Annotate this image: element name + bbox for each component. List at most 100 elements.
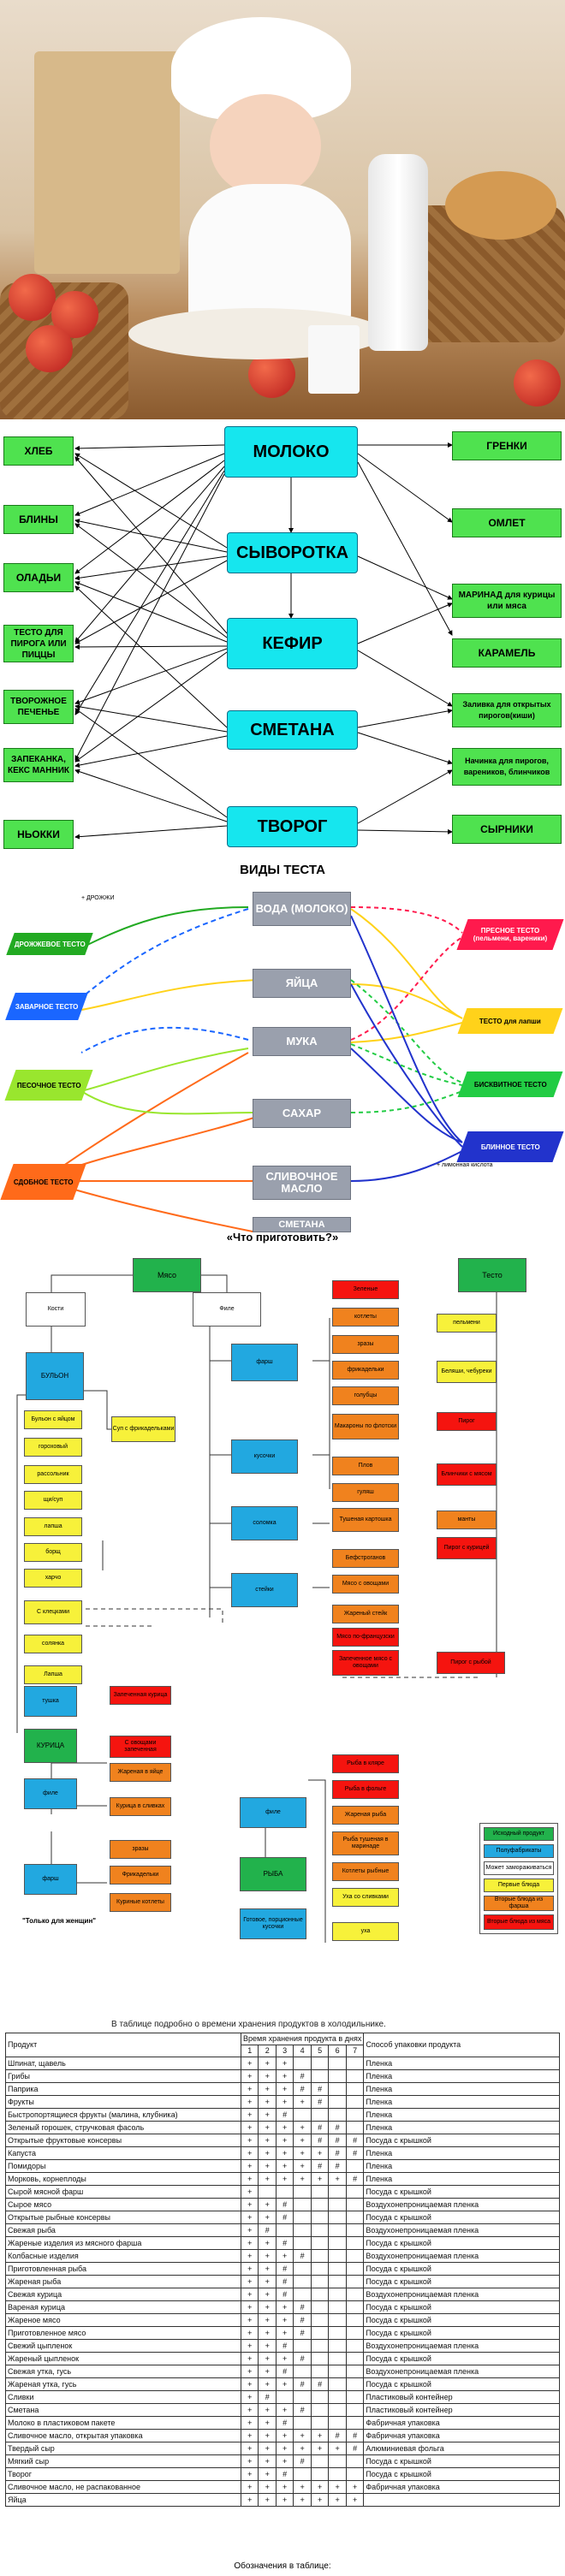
storage-mark: [328, 2095, 347, 2109]
storage-mark: +: [258, 2249, 277, 2263]
storage-mark: #: [293, 2249, 312, 2263]
table-row: Свежая утка, гусь++#Воздухонепроницаемая…: [5, 2365, 560, 2378]
storage-mark: [345, 2416, 365, 2430]
storage-mark: [328, 2275, 347, 2288]
storage-mark: #: [293, 2313, 312, 2327]
storage-product: Морковь, корнеплоды: [5, 2172, 241, 2186]
storage-mark: [310, 2211, 330, 2224]
storage-mark: +: [275, 2300, 294, 2314]
cook-rassolnik: рассольник: [24, 1465, 82, 1484]
storage-mark: #: [275, 2198, 294, 2211]
storage-mark: +: [275, 2249, 294, 2263]
storage-mark: +: [258, 2416, 277, 2430]
storage-mark: +: [258, 2493, 277, 2507]
storage-packaging: Посуда с крышкой: [363, 2211, 560, 2224]
what-to-cook-flowchart: «Что приготовить?» Мясо Тесто Кости Филе…: [0, 1231, 565, 2020]
dairy-dish-quiche-filling: Заливка для открытых пирогов(киши): [452, 693, 562, 727]
cook-kharcho: харчо: [24, 1569, 82, 1588]
storage-mark: #: [345, 2172, 365, 2186]
table-row: Жареные изделия из мясного фарша++#Посуд…: [5, 2236, 560, 2250]
storage-mark: #: [275, 2108, 294, 2122]
table-row: Сырой мясной фарш+Посуда с крышкой: [5, 2185, 560, 2199]
dairy-whey: СЫВОРОТКА: [227, 532, 358, 573]
storage-mark: [293, 2236, 312, 2250]
table-row: Помидоры++++##Пленка: [5, 2159, 560, 2173]
storage-product: Свежая рыба: [5, 2223, 241, 2237]
storage-mark: [310, 2416, 330, 2430]
storage-product: Грибы: [5, 2069, 241, 2083]
storage-mark: [310, 2185, 330, 2199]
storage-mark: [345, 2339, 365, 2353]
storage-mark: +: [258, 2326, 277, 2340]
storage-mark: +: [293, 2146, 312, 2160]
storage-mark: [345, 2454, 365, 2468]
storage-mark: #: [275, 2262, 294, 2276]
dairy-dish-caramel: КАРАМЕЛЬ: [452, 638, 562, 668]
storage-mark: +: [240, 2275, 259, 2288]
cook-shchi: щи/суп: [24, 1491, 82, 1510]
cook-solyanka: солянка: [24, 1635, 82, 1653]
table-row: Сливочное масло, не распакованное+++++++…: [5, 2480, 560, 2494]
storage-mark: +: [240, 2416, 259, 2430]
storage-mark: +: [293, 2095, 312, 2109]
table-row: Жареная утка, гусь+++##Посуда с крышкой: [5, 2377, 560, 2391]
storage-mark: +: [240, 2095, 259, 2109]
cook-legend: Исходный продукт Полуфабрикаты Может зам…: [479, 1823, 558, 1934]
cook-chicken-mince: фарш: [24, 1864, 77, 1895]
storage-mark: #: [293, 2069, 312, 2083]
storage-mark: [328, 2390, 347, 2404]
storage-mark: +: [258, 2057, 277, 2070]
storage-mark: +: [240, 2082, 259, 2096]
storage-mark: [345, 2377, 365, 2391]
storage-mark: +: [275, 2057, 294, 2070]
storage-mark: +: [258, 2467, 277, 2481]
storage-mark: [293, 2288, 312, 2301]
storage-mark: [345, 2057, 365, 2070]
storage-mark: [328, 2249, 347, 2263]
table-row: Яйца+++++++: [5, 2493, 560, 2507]
cook-chicken-pie: Пирог с курицей: [437, 1537, 497, 1559]
cook-broth: БУЛЬОН: [26, 1352, 84, 1400]
dairy-sour-cream: СМЕТАНА: [227, 710, 358, 750]
storage-mark: +: [240, 2467, 259, 2481]
storage-mark: +: [310, 2429, 330, 2442]
storage-mark: +: [275, 2454, 294, 2468]
storage-mark: #: [345, 2134, 365, 2147]
cook-chicken-fillet: филе: [24, 1778, 77, 1809]
storage-mark: #: [293, 2403, 312, 2417]
storage-mark: [328, 2262, 347, 2276]
storage-mark: [345, 2159, 365, 2173]
storage-day-header: 4: [293, 2045, 312, 2057]
storage-mark: +: [240, 2057, 259, 2070]
storage-mark: #: [275, 2467, 294, 2481]
cook-fish-foil: Рыба в фольге: [332, 1780, 399, 1799]
storage-packaging: Посуда с крышкой: [363, 2300, 560, 2314]
storage-product: Сметана: [5, 2403, 241, 2417]
storage-product: Помидоры: [5, 2159, 241, 2173]
storage-mark: [345, 2198, 365, 2211]
legend-freeze: Может замораживаться: [484, 1861, 554, 1875]
storage-mark: #: [293, 2377, 312, 2391]
storage-mark: +: [240, 2159, 259, 2173]
storage-mark: [310, 2365, 330, 2378]
dough-shortcrust: ПЕСОЧНОЕ ТЕСТО: [4, 1070, 93, 1101]
table-row: Вареная курица+++#Посуда с крышкой: [5, 2300, 560, 2314]
table-row: Жареный цыпленок+++#Посуда с крышкой: [5, 2352, 560, 2365]
table-row: Зеленый горошек, стручковая фасоль++++##…: [5, 2121, 560, 2134]
table-row: Шпинат, щавель+++Пленка: [5, 2057, 560, 2070]
table-row: Твердый сыр++++++#Алюминиевая фольга: [5, 2442, 560, 2455]
storage-mark: +: [258, 2352, 277, 2365]
storage-packaging: Посуда с крышкой: [363, 2313, 560, 2327]
storage-mark: +: [258, 2339, 277, 2353]
storage-mark: [275, 2185, 294, 2199]
storage-mark: [328, 2313, 347, 2327]
storage-packaging: Пленка: [363, 2159, 560, 2173]
storage-mark: +: [275, 2146, 294, 2160]
storage-mark: [258, 2185, 277, 2199]
storage-packaging: Посуда с крышкой: [363, 2352, 560, 2365]
storage-mark: +: [240, 2069, 259, 2083]
dough-title: ВИДЫ ТЕСТА: [240, 863, 325, 877]
storage-product: Свежая утка, гусь: [5, 2365, 241, 2378]
storage-footer: Обозначения в таблице:: [234, 2561, 331, 2571]
storage-mark: +: [275, 2377, 294, 2391]
